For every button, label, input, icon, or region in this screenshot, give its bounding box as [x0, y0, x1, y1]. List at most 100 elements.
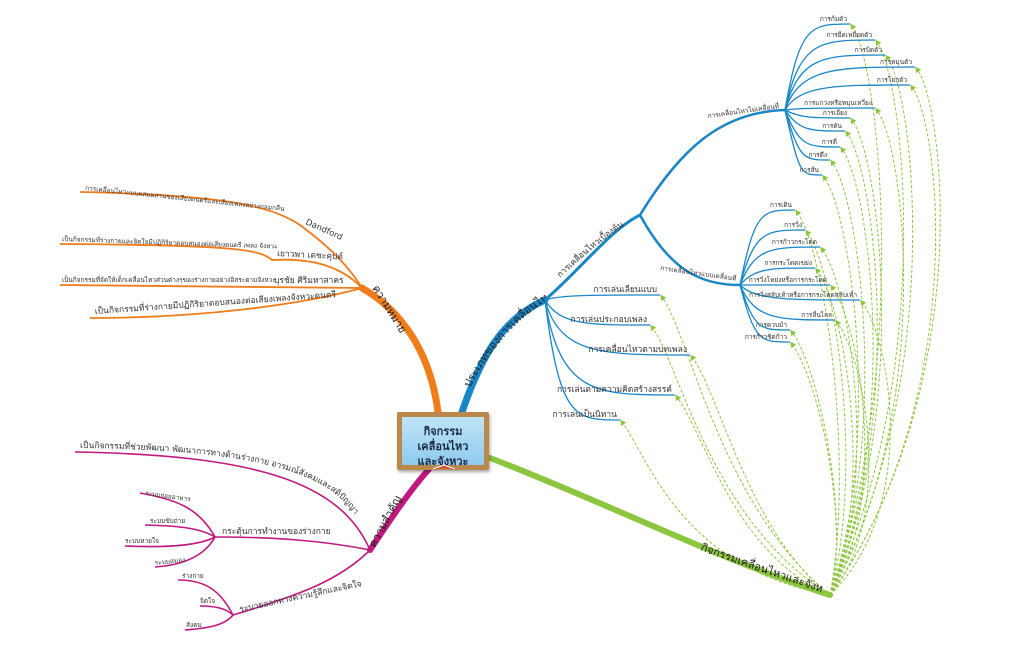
activity-link — [829, 284, 866, 596]
importance-branch — [367, 465, 433, 553]
meaning-text: การเคลื่อนไหวแบบผสมผสานของเสียงดนตรีและเ… — [85, 183, 286, 213]
type-leaf-line — [544, 299, 676, 396]
importance-items — [74, 451, 371, 631]
type-leaf[interactable]: การก้มตัว — [820, 15, 848, 23]
meaning-author: เยาวพา เดชะคุปต์ — [277, 248, 343, 262]
stimulate-item: ระบบขับถ่าย — [150, 517, 185, 525]
type-leaf-line — [739, 284, 791, 331]
type-leaf-line — [784, 109, 846, 132]
stimulate-item: ระบบหายใจ — [125, 537, 159, 545]
type-leaf[interactable]: การเล่นประกอบเพลง — [571, 315, 647, 325]
type-leaf-line — [544, 299, 651, 326]
type-leaf[interactable]: การก้าวชิดก้าว — [745, 333, 788, 341]
activity-link — [829, 117, 883, 596]
type-leaf[interactable]: การเล่นตามความคิดสร้างสรรค์ — [557, 384, 672, 395]
type-leaf-line — [784, 109, 831, 161]
type-leaf-line — [739, 284, 836, 321]
type-leaf-line — [739, 229, 806, 286]
type-leaf[interactable]: การตี — [822, 138, 837, 146]
type-leaf-line — [739, 209, 796, 286]
activity-link — [829, 23, 883, 596]
release-label: ระบายออกทางความรู้สึกและจิตใจ — [238, 578, 362, 615]
type-leaf[interactable]: การลื่นไถล — [801, 310, 832, 319]
type-leaf[interactable]: การหมุนตัว — [880, 58, 912, 66]
importance-develop: เป็นกิจกรรมที่ช่วยพัฒนา พัฒนาการทางด้านร… — [80, 439, 361, 516]
type-leaf-line — [784, 109, 851, 119]
type-leaves: การก้มตัวการยืดเหยียดตัวการบิดตัวการหมุน… — [544, 15, 916, 421]
meaning-author: Dandford — [304, 218, 344, 243]
activity-branch — [487, 455, 833, 598]
type-leaf[interactable]: การกระโดดเขย่ง — [764, 259, 812, 267]
type-leaf-line — [739, 284, 861, 301]
type-leaf-line — [544, 299, 691, 356]
meaning-text: เป็นกิจกรรมที่จัดให้เด็กเคลื่อนไหวส่วนต่… — [62, 275, 276, 284]
type-leaf-line — [784, 54, 886, 111]
type-leaf[interactable]: การโยกตัว — [877, 76, 908, 84]
activity-link — [829, 54, 914, 596]
activity-link — [690, 354, 831, 596]
type-leaf[interactable]: การวิ่งสลับเท้าหรือการกระโดดสลับเท้า — [749, 290, 857, 299]
type-leaf[interactable]: การเคลื่อนไหวตามบทเพลง — [588, 343, 687, 355]
activity-link — [820, 246, 858, 596]
type-leaf[interactable]: การยืดเหยียดตัว — [827, 31, 873, 39]
meaning-branch — [358, 284, 442, 416]
basic-label: การเคลื่อนไหวเบื้องต้น — [555, 220, 626, 280]
meaning-items — [59, 191, 363, 319]
meaning-text: เป็นกิจกรรมที่ร่างกายและจิตใจมีปฏิกิริยา… — [62, 234, 278, 251]
type-leaf-line — [784, 109, 841, 148]
types-label: ประเภทของการเคลื่อนไหว — [0, 0, 551, 389]
type-leaf[interactable]: การวิ่งโหย่งหรือการกระโดด — [749, 275, 827, 284]
central-topic[interactable]: กิจกรรมเคลื่อนไหว และจังหวะ — [397, 412, 489, 470]
release-item: จิตใจ — [200, 597, 215, 605]
type-leaf-line — [739, 267, 816, 286]
activity-link — [790, 341, 837, 596]
type-leaf[interactable]: การบิดตัว — [855, 46, 883, 54]
type-leaf-line — [784, 107, 876, 111]
type-leaf-line — [739, 246, 821, 286]
activity-link — [829, 299, 891, 596]
type-leaf-line — [784, 66, 916, 111]
type-leaf[interactable]: การวิ่ง — [784, 220, 802, 229]
meaning-author: บุรชัย ศิริมหาสาคร — [274, 276, 344, 286]
stimulate-item: ระบบย่อยอาหาร — [145, 489, 192, 503]
central-topic-line1: กิจกรรมเคลื่อนไหว — [417, 425, 469, 453]
type-leaf[interactable]: การก้าวกระโดด — [772, 238, 817, 246]
type-leaf-line — [784, 84, 911, 111]
release-item: ร่างกาย — [182, 572, 204, 580]
activity-link — [829, 39, 905, 596]
type-leaf-line — [784, 23, 851, 111]
activity-link — [822, 174, 859, 596]
book-icon — [431, 464, 457, 470]
type-leaf-line — [544, 299, 621, 421]
activity-link — [829, 107, 905, 596]
activity-links — [620, 23, 941, 596]
nonloco-branch — [638, 108, 786, 216]
activity-link — [795, 209, 840, 596]
activity-link — [805, 229, 847, 596]
type-leaf[interactable]: การแกว่งหรือหมุนเหวี่ยง — [804, 98, 872, 107]
type-leaf[interactable]: การเล่นเป็นนิทาน — [552, 408, 617, 420]
type-leaf[interactable]: การดึง — [809, 151, 827, 159]
activity-label: กิจกรรมเคลื่อนไหวและจังหวะ — [0, 0, 825, 595]
type-leaf-line — [784, 109, 823, 176]
types-branch — [458, 296, 549, 416]
loco-label: การเคลื่อนไหวแบบเคลื่อนที่ — [660, 263, 737, 283]
activity-link — [829, 84, 937, 596]
activity-link — [829, 66, 941, 596]
activity-link — [829, 130, 878, 596]
activity-link — [660, 294, 831, 596]
type-leaf-line — [784, 39, 876, 111]
release-item: สังคม — [186, 621, 202, 629]
meaning-label: ความหมาย — [369, 283, 409, 336]
type-leaf[interactable]: การดัน — [822, 122, 842, 130]
type-leaf[interactable]: การเอียง — [823, 109, 847, 117]
type-leaf[interactable]: การเดิน — [770, 201, 793, 209]
activity-link — [829, 146, 874, 596]
activity-link — [620, 419, 831, 596]
type-leaf[interactable]: การสั่น — [800, 165, 820, 174]
loco-branch — [638, 214, 741, 287]
type-leaf[interactable]: การเล่นเลียนแบบ — [593, 284, 657, 295]
type-leaf[interactable]: การควบม้า — [756, 321, 787, 329]
stimulate-label: กระตุ้นการทำงานของร่างกาย — [222, 526, 331, 537]
